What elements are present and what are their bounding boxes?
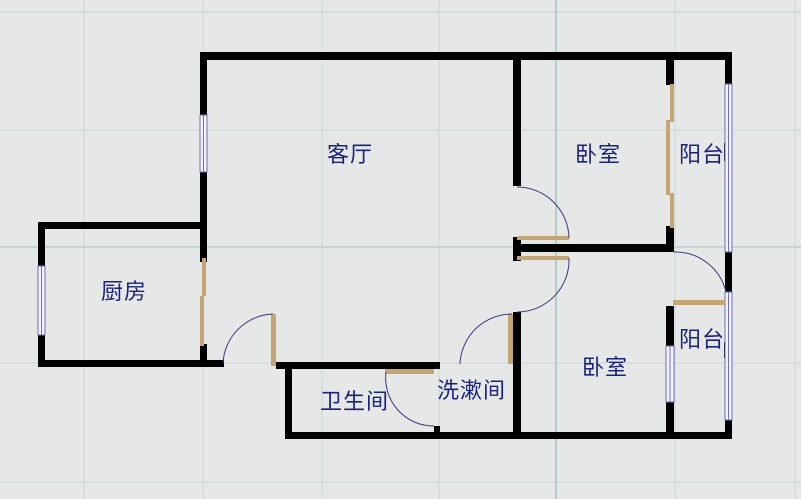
door-swings	[222, 186, 727, 427]
room-label-living-room: 客厅	[327, 143, 374, 168]
room-label-bedroom-1: 卧室	[575, 143, 622, 168]
room-label-kitchen: 厨房	[101, 280, 148, 305]
walls	[38, 52, 732, 439]
windows	[37, 83, 733, 421]
room-label-bedroom-2: 卧室	[582, 356, 629, 381]
room-label-washroom: 洗漱间	[437, 379, 507, 404]
door-leaves	[200, 84, 725, 374]
room-label-balcony-2: 阳台	[679, 328, 726, 353]
room-label-bathroom: 卫生间	[320, 390, 390, 415]
room-label-balcony-1: 阳台	[679, 143, 726, 168]
